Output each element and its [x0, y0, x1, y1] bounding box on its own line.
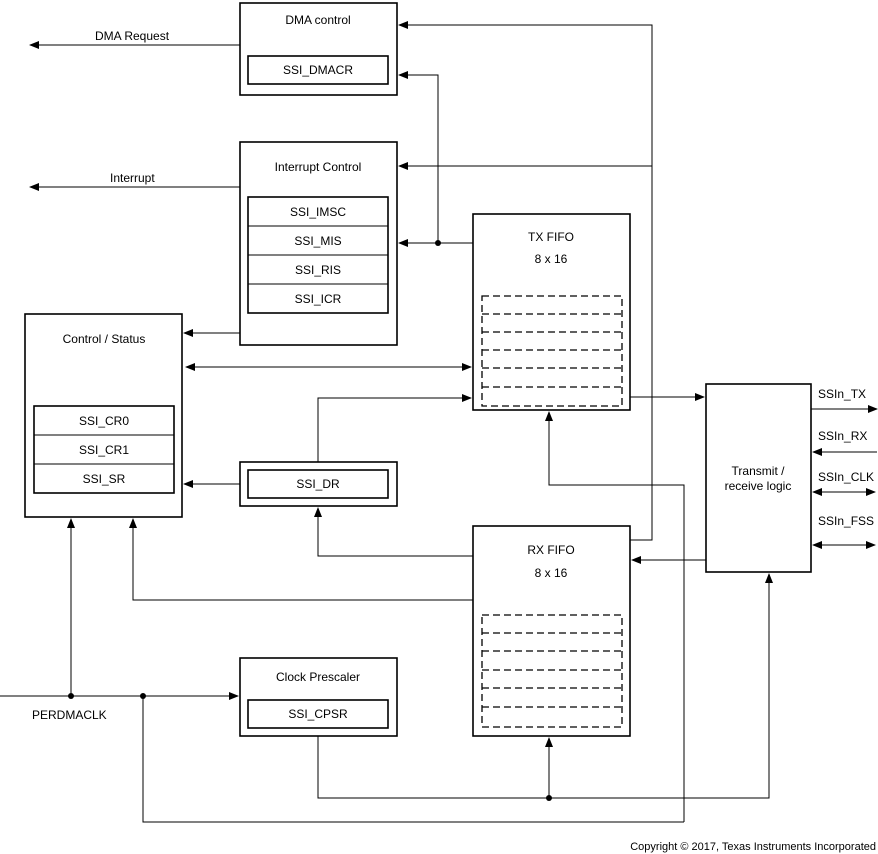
copyright-text: Copyright © 2017, Texas Instruments Inco…	[630, 841, 876, 853]
reg-ssi-icr: SSI_ICR	[295, 292, 342, 306]
clock-prescaler-block: Clock Prescaler SSI_CPSR	[239, 657, 398, 737]
reg-ssi-ris: SSI_RIS	[295, 263, 341, 277]
transmit-receive-block: Transmit / receive logic	[705, 383, 812, 573]
transmit-title-line1: Transmit /	[732, 464, 786, 478]
control-status-title: Control / Status	[63, 332, 146, 346]
reg-ssi-dmacr: SSI_DMACR	[283, 63, 353, 77]
interrupt-label: Interrupt	[110, 171, 155, 185]
rx-fifo-size: 8 x 16	[535, 566, 568, 580]
reg-ssi-imsc: SSI_IMSC	[290, 205, 346, 219]
connections	[0, 21, 878, 823]
rx-fifo-title: RX FIFO	[527, 543, 574, 557]
dma-control-title: DMA control	[285, 13, 350, 27]
reg-ssi-dr: SSI_DR	[296, 477, 340, 491]
interrupt-control-title: Interrupt Control	[275, 160, 362, 174]
ssin-tx-label: SSIn_TX	[818, 387, 866, 401]
dma-control-block: DMA control SSI_DMACR	[239, 2, 398, 96]
interrupt-control-block: Interrupt Control SSI_IMSC SSI_MIS SSI_R…	[239, 141, 398, 346]
ssin-fss-label: SSIn_FSS	[818, 514, 874, 528]
data-register-block: SSI_DR	[239, 461, 398, 507]
dma-request-label: DMA Request	[95, 29, 170, 43]
rx-fifo-block: RX FIFO 8 x 16	[472, 525, 631, 737]
reg-ssi-cr0: SSI_CR0	[79, 414, 129, 428]
control-status-block: Control / Status SSI_CR0 SSI_CR1 SSI_SR	[24, 313, 183, 518]
tx-fifo-size: 8 x 16	[535, 252, 568, 266]
reg-ssi-cr1: SSI_CR1	[79, 443, 129, 457]
ssin-rx-label: SSIn_RX	[818, 429, 867, 443]
tx-fifo-title: TX FIFO	[528, 230, 574, 244]
tx-fifo-block: TX FIFO 8 x 16	[472, 213, 631, 411]
reg-ssi-cpsr: SSI_CPSR	[288, 707, 348, 721]
reg-ssi-mis: SSI_MIS	[294, 234, 341, 248]
perdmaclk-label: PERDMACLK	[32, 708, 107, 722]
ssin-clk-label: SSIn_CLK	[818, 470, 874, 484]
reg-ssi-sr: SSI_SR	[83, 472, 126, 486]
transmit-title-line2: receive logic	[725, 479, 792, 493]
clock-prescaler-title: Clock Prescaler	[276, 670, 360, 684]
